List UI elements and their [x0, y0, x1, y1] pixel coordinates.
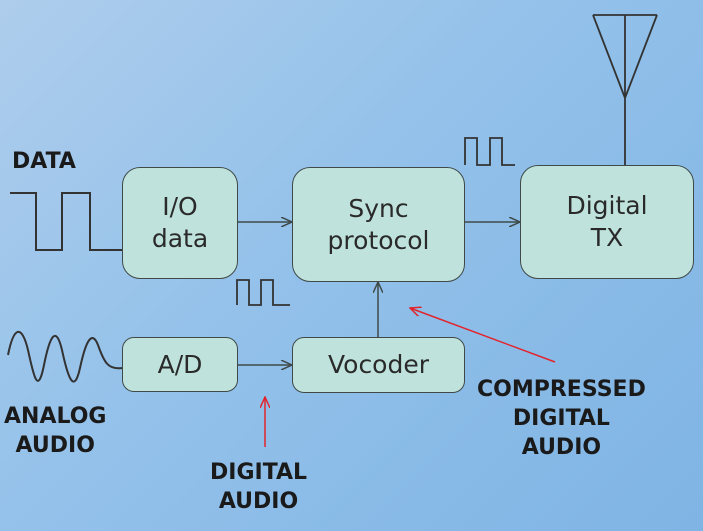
- sync-protocol-block-label: Sync protocol: [327, 193, 430, 255]
- vocoder-block: Vocoder: [292, 337, 465, 393]
- compressed-digital-audio-label: COMPRESSED DIGITAL AUDIO: [477, 377, 646, 461]
- compressed-audio-pointer-arrow: [410, 308, 556, 363]
- digital-audio-label: DIGITAL AUDIO: [210, 460, 308, 515]
- digital-tx-block-label: Digital TX: [566, 191, 648, 252]
- io-data-block: I/O data: [122, 167, 238, 279]
- io-data-block-label: I/O data: [151, 192, 209, 253]
- data-square-wave: [10, 192, 122, 251]
- analog-audio-label: ANALOG AUDIO: [4, 404, 107, 459]
- antenna-icon: [592, 14, 658, 165]
- ad-converter-block-label: A/D: [157, 349, 203, 379]
- sync-small-square-wave: [464, 137, 515, 166]
- digital-tx-block: Digital TX: [520, 165, 694, 279]
- data-input-label: DATA: [12, 149, 76, 174]
- sync-protocol-block: Sync protocol: [292, 167, 465, 282]
- vocoder-block-label: Vocoder: [327, 350, 430, 379]
- analog-sine-wave: [7, 330, 123, 383]
- ad-small-square-wave: [236, 279, 290, 306]
- ad-converter-block: A/D: [122, 337, 238, 392]
